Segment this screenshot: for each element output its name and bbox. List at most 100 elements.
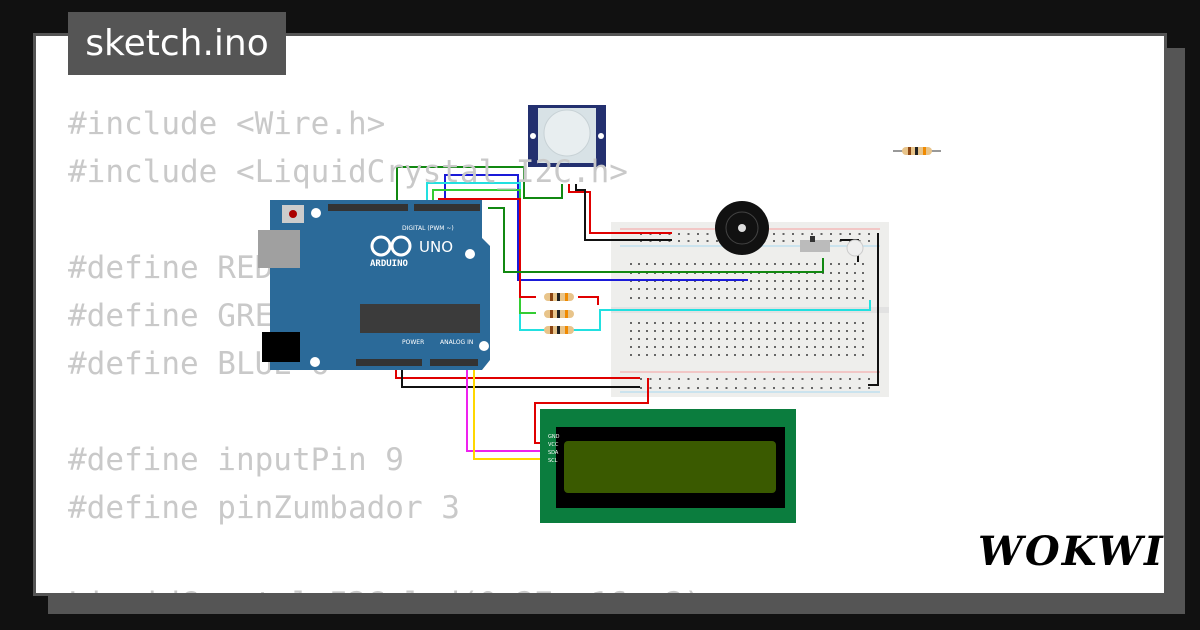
breadboard-hole <box>814 322 816 324</box>
breadboard-hole <box>710 288 712 290</box>
breadboard-hole <box>766 297 768 299</box>
breadboard-hole <box>716 387 718 389</box>
breadboard-hole <box>638 330 640 332</box>
breadboard-hole <box>806 288 808 290</box>
breadboard-hole <box>710 263 712 265</box>
breadboard-hole <box>830 280 832 282</box>
breadboard-hole <box>662 354 664 356</box>
breadboard-hole <box>742 263 744 265</box>
breadboard-hole <box>849 378 851 380</box>
breadboard-hole <box>686 288 688 290</box>
breadboard-hole <box>646 346 648 348</box>
arduino-model: UNO <box>419 238 453 256</box>
breadboard-hole <box>726 330 728 332</box>
breadboard-hole <box>638 346 640 348</box>
breadboard-hole <box>790 288 792 290</box>
resistors <box>544 147 941 334</box>
breadboard-hole <box>830 288 832 290</box>
breadboard-hole <box>814 354 816 356</box>
breadboard-hole <box>838 288 840 290</box>
breadboard-hole <box>750 297 752 299</box>
breadboard-hole <box>735 387 737 389</box>
breadboard-hole <box>630 263 632 265</box>
breadboard-hole <box>678 240 680 242</box>
breadboard-hole <box>725 378 728 380</box>
breadboard-hole <box>646 288 648 290</box>
breadboard-hole <box>678 297 680 299</box>
breadboard-hole <box>758 288 760 290</box>
breadboard-hole <box>654 263 656 265</box>
breadboard-hole <box>649 378 652 380</box>
breadboard-hole <box>798 322 800 324</box>
breadboard-hole <box>773 233 775 235</box>
breadboard-hole <box>670 263 672 265</box>
breadboard-hole <box>846 322 848 324</box>
breadboard-hole <box>862 330 864 332</box>
breadboard-hole <box>830 272 832 274</box>
breadboard-hole <box>868 240 870 242</box>
breadboard-hole <box>686 354 688 356</box>
breadboard-hole <box>694 346 696 348</box>
breadboard-hole <box>774 338 776 340</box>
breadboard-hole <box>822 288 824 290</box>
breadboard-hole <box>678 387 680 389</box>
breadboard-hole <box>822 354 824 356</box>
breadboard-hole <box>862 272 864 274</box>
breadboard-hole <box>830 387 832 389</box>
wires <box>395 166 879 460</box>
breadboard-hole <box>854 354 856 356</box>
breadboard-hole <box>630 297 632 299</box>
breadboard-hole <box>766 354 768 356</box>
breadboard-hole <box>830 297 832 299</box>
breadboard-hole <box>838 354 840 356</box>
breadboard-hole <box>702 263 704 265</box>
pir-sensor <box>528 105 606 167</box>
breadboard-hole <box>742 354 744 356</box>
lcd-pin-sda: SDA <box>548 450 559 456</box>
lcd-pin-gnd: GND <box>548 434 560 440</box>
breadboard-hole <box>718 346 720 348</box>
breadboard-hole <box>854 280 856 282</box>
breadboard-hole <box>754 378 756 380</box>
breadboard-hole <box>725 387 728 389</box>
breadboard-hole <box>716 378 718 380</box>
breadboard-hole <box>654 322 656 324</box>
breadboard-hole <box>654 330 656 332</box>
breadboard-hole <box>630 288 632 290</box>
breadboard-hole <box>659 387 661 389</box>
breadboard-hole <box>811 387 813 389</box>
breadboard-hole <box>773 240 775 242</box>
breadboard-hole <box>750 330 752 332</box>
breadboard-hole <box>846 280 848 282</box>
breadboard-hole <box>792 233 794 235</box>
breadboard-hole <box>792 378 794 380</box>
breadboard-hole <box>774 346 776 348</box>
breadboard-hole <box>710 330 712 332</box>
breadboard-hole <box>742 288 744 290</box>
breadboard-hole <box>726 263 728 265</box>
breadboard-hole <box>754 387 756 389</box>
breadboard-hole <box>716 240 718 242</box>
breadboard-hole <box>758 354 760 356</box>
breadboard-hole <box>694 297 696 299</box>
breadboard-hole <box>830 322 832 324</box>
breadboard-hole <box>702 346 704 348</box>
breadboard-hole <box>750 280 752 282</box>
breadboard-hole <box>862 288 864 290</box>
breadboard-hole <box>706 387 709 389</box>
arduino-uno: ARDUINO UNO DIGITAL (PWM ~) POWER ANALOG… <box>258 200 490 370</box>
breadboard-hole <box>697 240 699 242</box>
breadboard-hole <box>686 322 688 324</box>
breadboard-hole <box>782 288 784 290</box>
breadboard-hole <box>839 378 842 380</box>
breadboard-hole <box>806 322 808 324</box>
breadboard-hole <box>638 288 640 290</box>
breadboard-hole <box>792 387 794 389</box>
breadboard-hole <box>830 354 832 356</box>
breadboard-hole <box>814 346 816 348</box>
breadboard-hole <box>814 330 816 332</box>
breadboard-hole <box>798 338 800 340</box>
breadboard-hole <box>766 338 768 340</box>
breadboard-hole <box>706 378 709 380</box>
breadboard-hole <box>718 330 720 332</box>
